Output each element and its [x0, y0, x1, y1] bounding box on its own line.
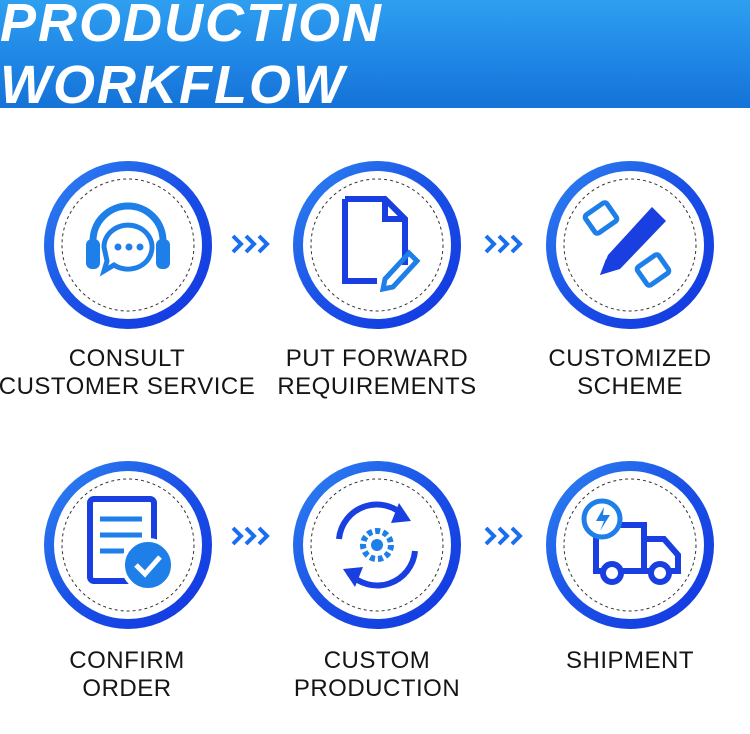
headset-chat-icon — [86, 202, 170, 277]
page-title: PRODUCTION WORKFLOW — [0, 0, 383, 115]
step-production-circle — [287, 455, 467, 635]
gear-cycle-icon — [336, 501, 418, 589]
pencil-ruler-icon — [582, 200, 672, 288]
step-scheme-circle — [540, 155, 720, 335]
step-confirm-circle — [38, 455, 218, 635]
step-shipment-circle — [540, 455, 720, 635]
step-confirm-label: CONFIRM ORDER — [69, 647, 185, 702]
step-scheme-label: CUSTOMIZED SCHEME — [548, 345, 712, 400]
flow-arrow — [483, 524, 527, 548]
step-consult-circle — [38, 155, 218, 335]
step-requirements-label: PUT FORWARD REQUIREMENTS — [277, 345, 477, 400]
step-consult-label: CONSULT CUSTOMER SERVICE — [0, 345, 256, 400]
document-edit-icon — [342, 196, 421, 293]
order-check-icon — [87, 496, 175, 592]
step-shipment-label: SHIPMENT — [565, 647, 694, 674]
flow-arrow — [230, 232, 274, 256]
title-banner: PRODUCTION WORKFLOW — [0, 0, 750, 115]
delivery-truck-icon — [581, 498, 681, 585]
flow-arrow — [483, 232, 527, 256]
step-requirements-circle — [287, 155, 467, 335]
step-production-label: CUSTOM PRODUCTION — [293, 647, 461, 702]
flow-arrow — [230, 524, 274, 548]
